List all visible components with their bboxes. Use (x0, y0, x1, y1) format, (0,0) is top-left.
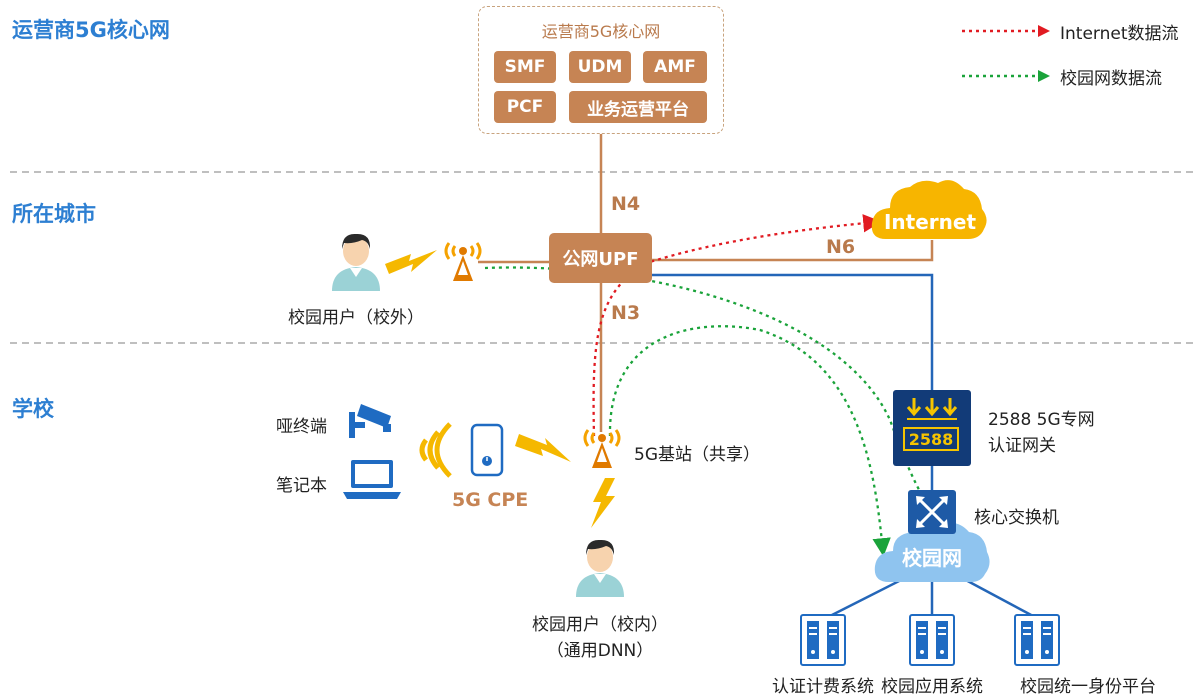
base-station-label: 5G基站（共享） (634, 445, 760, 465)
legend-campus-label: 校园网数据流 (1060, 68, 1162, 89)
interface-n4-label: N4 (611, 193, 641, 215)
on-campus-user-label: 校园用户（校内） (532, 615, 668, 635)
nf-amf: AMF (643, 51, 707, 83)
cpe-device-icon (470, 423, 504, 477)
laptop-label: 笔记本 (276, 476, 327, 496)
core-switch-device (908, 490, 956, 534)
server-apps-icon (909, 614, 955, 666)
legend-internet-label: Internet数据流 (1060, 23, 1179, 44)
upf-box: 公网UPF (549, 233, 652, 283)
core-switch-label: 核心交换机 (974, 508, 1059, 528)
nf-business-platform: 业务运营平台 (569, 91, 707, 123)
lightning-vertical-icon (591, 478, 615, 528)
base-station-antenna-icon (583, 429, 621, 468)
off-campus-antenna-icon (444, 242, 482, 281)
server-apps-label: 校园应用系统 (881, 677, 983, 697)
server-billing-icon (800, 614, 846, 666)
server-billing-label: 认证计费系统 (772, 677, 874, 697)
gateway-label-line2: 认证网关 (988, 436, 1056, 456)
switch-arrows-icon (916, 496, 948, 528)
legend-internet-flow: Internet数据流 (960, 19, 1179, 44)
internet-label: Internet (883, 210, 977, 234)
wifi-signal-icon (419, 422, 452, 478)
gateway-device: 2588 (893, 390, 971, 466)
cpe-label: 5G CPE (452, 489, 529, 511)
off-campus-user-icon (332, 233, 380, 291)
camera-icon (349, 404, 391, 438)
core-network-box: 运营商5G核心网 (478, 6, 724, 134)
campus-net-label: 校园网 (902, 546, 962, 570)
lightning-cpe-icon (515, 434, 571, 462)
interface-n3-label: N3 (611, 302, 641, 324)
legend-red-arrow-icon (962, 25, 1050, 37)
zone-label-city: 所在城市 (12, 202, 96, 226)
internet-cloud-icon (871, 180, 987, 239)
internet-flow (592, 214, 882, 437)
core-network-title: 运营商5G核心网 (541, 22, 661, 41)
interface-n6-label: N6 (826, 236, 856, 258)
campus-cloud-icon (874, 523, 990, 582)
server-identity-label: 校园统一身份平台 (1020, 677, 1156, 697)
link-n6 (652, 240, 934, 262)
gateway-badge: 2588 (903, 427, 959, 451)
legend-campus-flow: 校园网数据流 (960, 64, 1162, 89)
nf-smf: SMF (494, 51, 556, 83)
campus-flow-onsite (608, 325, 891, 557)
server-identity-icon (1014, 614, 1060, 666)
link-cloud-server3 (961, 576, 1034, 618)
nf-udm: UDM (569, 51, 631, 83)
off-campus-user-label: 校园用户（校外） (288, 308, 424, 328)
laptop-icon (343, 460, 401, 499)
on-campus-user-dnn-label: （通用DNN） (546, 641, 654, 661)
link-cloud-server1 (829, 576, 906, 618)
link-upf-gateway (652, 273, 934, 390)
on-campus-user-icon (576, 539, 624, 597)
gateway-label-line1: 2588 5G专网 (988, 410, 1095, 430)
zone-label-core: 运营商5G核心网 (12, 18, 170, 42)
download-arrows-icon (906, 398, 958, 420)
zone-label-school: 学校 (12, 397, 54, 421)
dumb-terminal-label: 哑终端 (276, 417, 327, 437)
nf-pcf: PCF (494, 91, 556, 123)
legend-green-arrow-icon (962, 70, 1050, 82)
lightning-icon (385, 250, 437, 274)
